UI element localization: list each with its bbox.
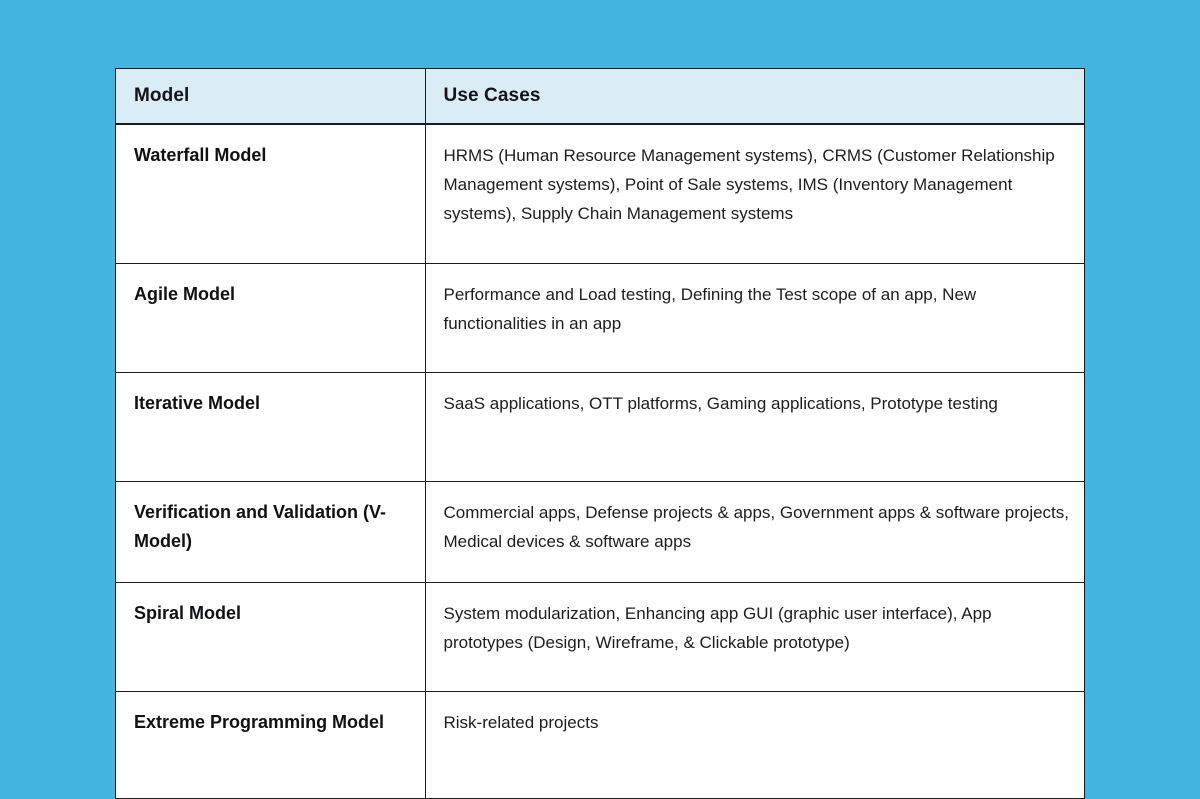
cell-model: Extreme Programming Model <box>116 691 426 798</box>
models-use-cases-table: Model Use Cases Waterfall Model HRMS (Hu… <box>116 69 1084 798</box>
table-row: Verification and Validation (V-Model) Co… <box>116 481 1084 583</box>
cell-use-cases: SaaS applications, OTT platforms, Gaming… <box>425 372 1084 482</box>
column-header-use-cases: Use Cases <box>425 69 1084 125</box>
table-body: Waterfall Model HRMS (Human Resource Man… <box>116 124 1084 798</box>
cell-model: Iterative Model <box>116 372 426 482</box>
cell-use-cases: HRMS (Human Resource Management systems)… <box>425 124 1084 264</box>
table-row: Extreme Programming Model Risk-related p… <box>116 691 1084 798</box>
cell-use-cases: System modularization, Enhancing app GUI… <box>425 582 1084 692</box>
cell-use-cases: Performance and Load testing, Defining t… <box>425 263 1084 373</box>
page-canvas: Model Use Cases Waterfall Model HRMS (Hu… <box>115 68 1085 799</box>
cell-use-cases: Commercial apps, Defense projects & apps… <box>425 481 1084 583</box>
table-row: Waterfall Model HRMS (Human Resource Man… <box>116 124 1084 264</box>
table-row: Spiral Model System modularization, Enha… <box>116 582 1084 692</box>
cell-model: Spiral Model <box>116 582 426 692</box>
models-use-cases-table-container: Model Use Cases Waterfall Model HRMS (Hu… <box>115 68 1085 799</box>
cell-model: Verification and Validation (V-Model) <box>116 481 426 583</box>
table-row: Iterative Model SaaS applications, OTT p… <box>116 372 1084 482</box>
table-row: Agile Model Performance and Load testing… <box>116 263 1084 373</box>
table-header: Model Use Cases <box>116 69 1084 125</box>
column-header-model: Model <box>116 69 426 125</box>
table-header-row: Model Use Cases <box>116 69 1084 125</box>
cell-use-cases: Risk-related projects <box>443 713 599 732</box>
cell-model: Agile Model <box>116 263 426 373</box>
cell-model: Waterfall Model <box>116 124 426 264</box>
